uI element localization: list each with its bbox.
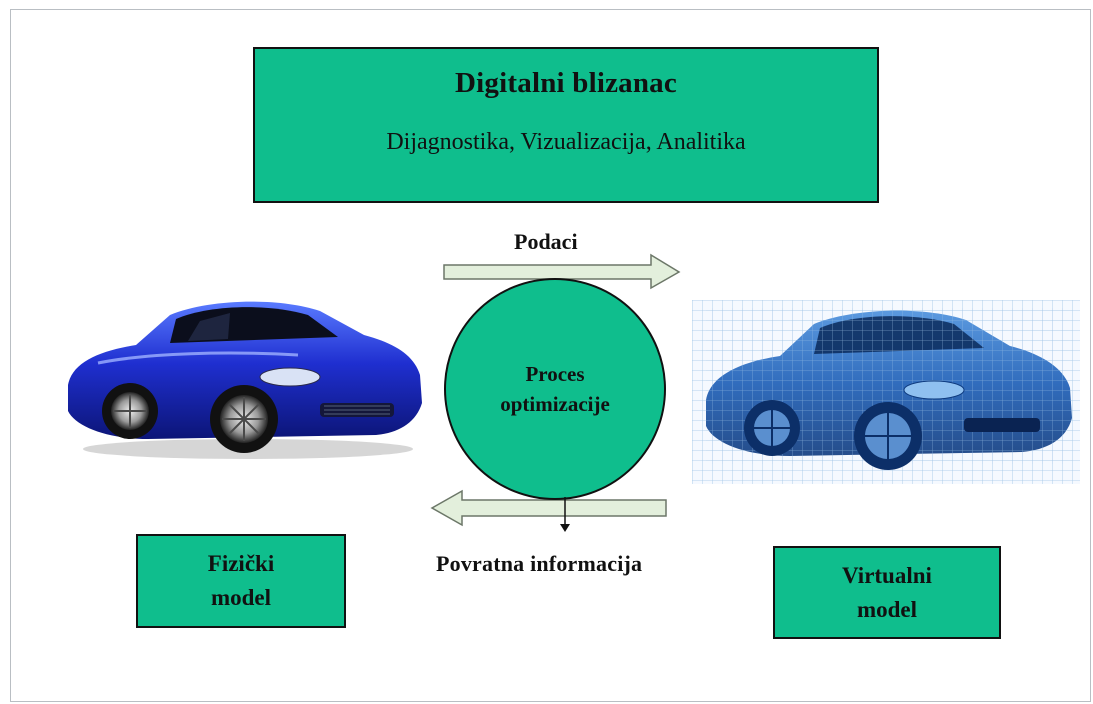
- virtual-model-box: Virtualni model: [773, 546, 1001, 639]
- virtual-car-image: [692, 300, 1080, 484]
- optimization-process-circle: Proces optimizacije: [444, 278, 666, 500]
- digital-twin-title: Digitalni blizanac: [455, 67, 677, 99]
- feedback-arrow: [430, 489, 667, 527]
- physical-model-box: Fizički model: [136, 534, 346, 628]
- feedback-arrow-label: Povratna informacija: [436, 551, 643, 576]
- down-arrow-icon: [560, 497, 570, 532]
- data-arrow-label: Podaci: [514, 229, 578, 254]
- digital-twin-box: Digitalni blizanac Dijagnostika, Vizuali…: [253, 47, 879, 203]
- physical-car-image: [68, 301, 422, 459]
- data-arrow: [443, 253, 681, 290]
- digital-twin-subtitle: Dijagnostika, Vizualizacija, Analitika: [386, 129, 746, 155]
